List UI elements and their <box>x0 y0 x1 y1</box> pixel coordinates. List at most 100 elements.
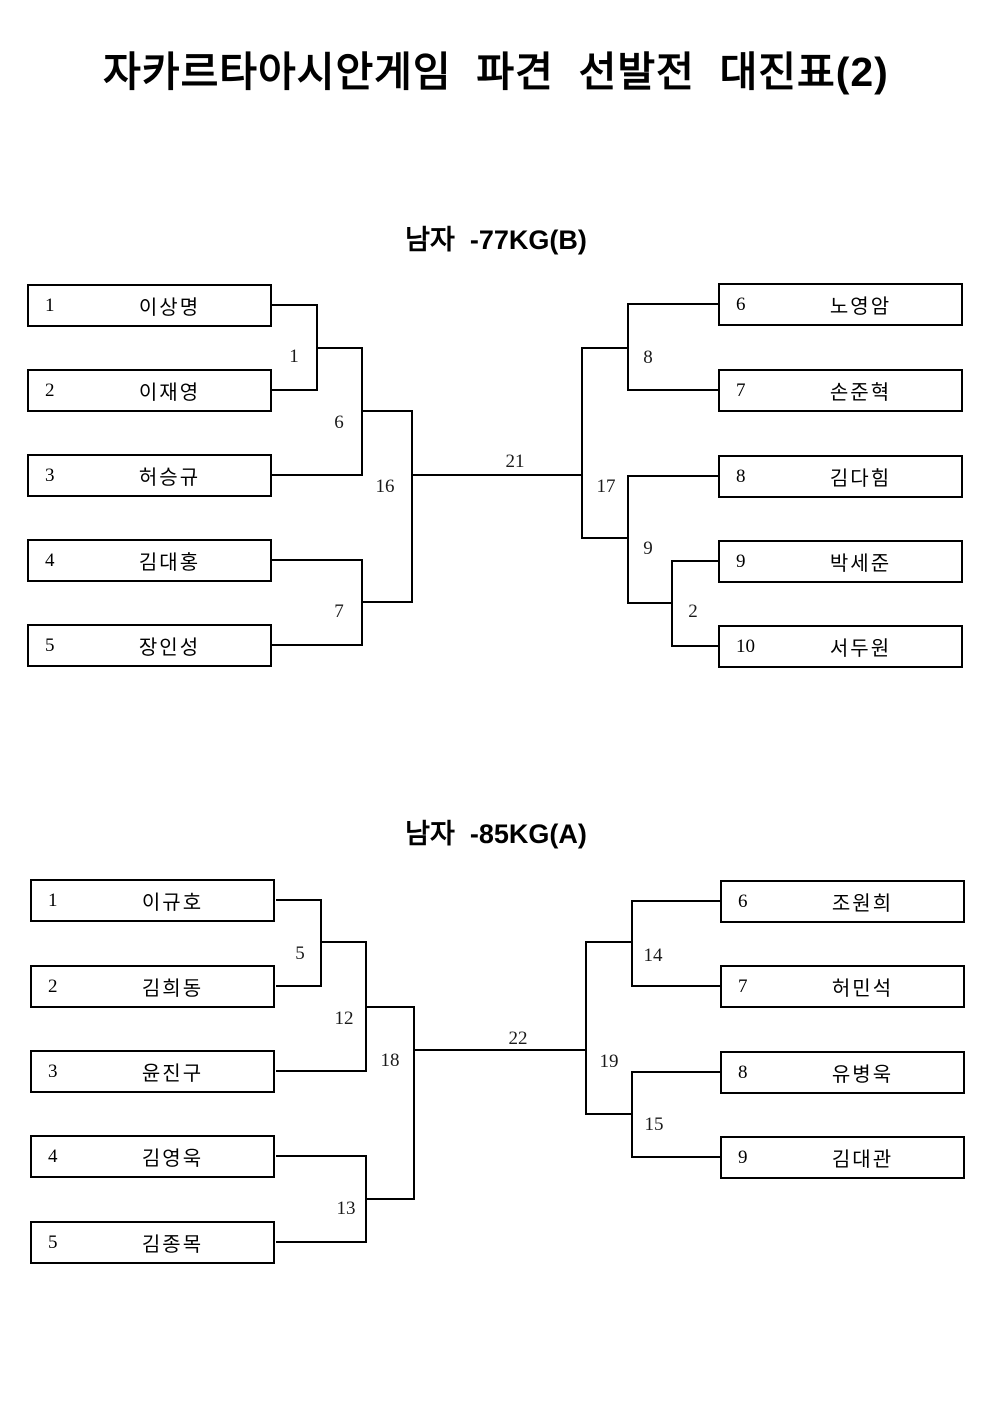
bracket-line <box>581 537 629 539</box>
entrant-box: 7 손준혁 <box>718 369 963 412</box>
bracket-line <box>628 389 718 391</box>
bracket-final-line <box>413 1049 587 1051</box>
bracket-line <box>627 475 629 604</box>
bracket-line <box>276 1070 367 1072</box>
entrant-name: 윤진구 <box>141 1063 204 1085</box>
entrant-name: 노영암 <box>829 296 892 318</box>
entrant-seed: 3 <box>45 464 55 486</box>
bracket-line <box>361 601 413 603</box>
bracket-line <box>632 1156 720 1158</box>
entrant-box: 10 서두원 <box>718 625 963 668</box>
match-number-label: 17 <box>596 476 616 497</box>
bracket-line <box>413 1006 415 1200</box>
bracket-line <box>627 602 673 604</box>
bracket-line <box>672 560 718 562</box>
entrant-name: 김희동 <box>141 978 204 1000</box>
bracket-line <box>632 900 720 902</box>
match-number-label: 7 <box>334 601 344 622</box>
bracket-final-line <box>411 474 583 476</box>
bracket-line <box>361 410 413 412</box>
entrant-name: 유병욱 <box>831 1064 894 1086</box>
bracket-line <box>320 899 322 987</box>
entrant-name: 장인성 <box>138 637 201 659</box>
entrant-seed: 9 <box>736 550 746 572</box>
entrant-box: 1 이상명 <box>27 284 272 327</box>
entrant-seed: 6 <box>738 890 748 912</box>
entrant-seed: 4 <box>45 549 55 571</box>
match-number-label: 22 <box>508 1028 528 1049</box>
bracket-line <box>585 1113 633 1115</box>
entrant-seed: 7 <box>736 379 746 401</box>
entrant-name: 김종목 <box>141 1234 204 1256</box>
match-number-label: 18 <box>380 1050 400 1071</box>
bracket-title: 남자 -77KG(B) <box>405 225 587 255</box>
entrant-box: 1 이규호 <box>30 879 275 922</box>
bracket-line <box>585 941 587 1115</box>
entrant-box: 8 김다힘 <box>718 455 963 498</box>
entrant-seed: 2 <box>45 379 55 401</box>
bracket-line <box>276 985 322 987</box>
entrant-seed: 8 <box>738 1061 748 1083</box>
entrant-box: 9 박세준 <box>718 540 963 583</box>
entrant-name: 서두원 <box>829 638 892 660</box>
entrant-name: 이재영 <box>138 382 201 404</box>
entrant-seed: 1 <box>48 889 58 911</box>
bracket-line <box>272 474 363 476</box>
entrant-box: 2 이재영 <box>27 369 272 412</box>
match-number-label: 21 <box>505 451 525 472</box>
entrant-box: 2 김희동 <box>30 965 275 1008</box>
entrant-seed: 4 <box>48 1145 58 1167</box>
match-number-label: 5 <box>295 943 305 964</box>
bracket-line <box>628 475 718 477</box>
page-title: 자카르타아시안게임 파견 선발전 대진표(2) <box>103 49 889 95</box>
match-number-label: 8 <box>643 347 653 368</box>
bracket-line <box>276 1155 367 1157</box>
entrant-name: 김대홍 <box>138 552 201 574</box>
bracket-line <box>581 347 583 539</box>
bracket-line <box>320 941 367 943</box>
entrant-box: 3 허승규 <box>27 454 272 497</box>
bracket-title: 남자 -85KG(A) <box>405 819 587 849</box>
entrant-box: 4 김영욱 <box>30 1135 275 1178</box>
entrant-box: 8 유병욱 <box>720 1051 965 1094</box>
entrant-name: 이상명 <box>138 297 201 319</box>
bracket-line <box>272 559 363 561</box>
match-number-label: 19 <box>599 1051 619 1072</box>
entrant-seed: 2 <box>48 975 58 997</box>
bracket-line <box>272 304 318 306</box>
bracket-line <box>672 645 718 647</box>
entrant-name: 김다힘 <box>829 468 892 490</box>
bracket-line <box>628 303 718 305</box>
entrant-seed: 10 <box>736 635 755 657</box>
entrant-seed: 3 <box>48 1060 58 1082</box>
entrant-name: 김영욱 <box>141 1148 204 1170</box>
entrant-name: 허민석 <box>831 978 894 1000</box>
entrant-box: 4 김대홍 <box>27 539 272 582</box>
entrant-box: 6 노영암 <box>718 283 963 326</box>
match-number-label: 9 <box>643 538 653 559</box>
entrant-box: 5 장인성 <box>27 624 272 667</box>
entrant-box: 5 김종목 <box>30 1221 275 1264</box>
entrant-seed: 9 <box>738 1146 748 1168</box>
match-number-label: 1 <box>289 346 299 367</box>
entrant-box: 6 조원희 <box>720 880 965 923</box>
match-number-label: 16 <box>375 476 395 497</box>
bracket-line <box>631 900 633 987</box>
entrant-seed: 8 <box>736 465 746 487</box>
bracket-line <box>276 1241 367 1243</box>
bracket-line <box>276 899 322 901</box>
entrant-name: 손준혁 <box>829 382 892 404</box>
match-number-label: 13 <box>336 1198 356 1219</box>
entrant-name: 허승규 <box>138 467 201 489</box>
match-number-label: 6 <box>334 412 344 433</box>
bracket-line <box>272 644 363 646</box>
match-number-label: 2 <box>688 601 698 622</box>
bracket-line <box>632 985 720 987</box>
entrant-seed: 7 <box>738 975 748 997</box>
entrant-name: 이규호 <box>141 892 204 914</box>
match-number-label: 12 <box>334 1008 354 1029</box>
bracket-line <box>581 347 629 349</box>
entrant-box: 3 윤진구 <box>30 1050 275 1093</box>
entrant-box: 9 김대관 <box>720 1136 965 1179</box>
entrant-seed: 1 <box>45 294 55 316</box>
